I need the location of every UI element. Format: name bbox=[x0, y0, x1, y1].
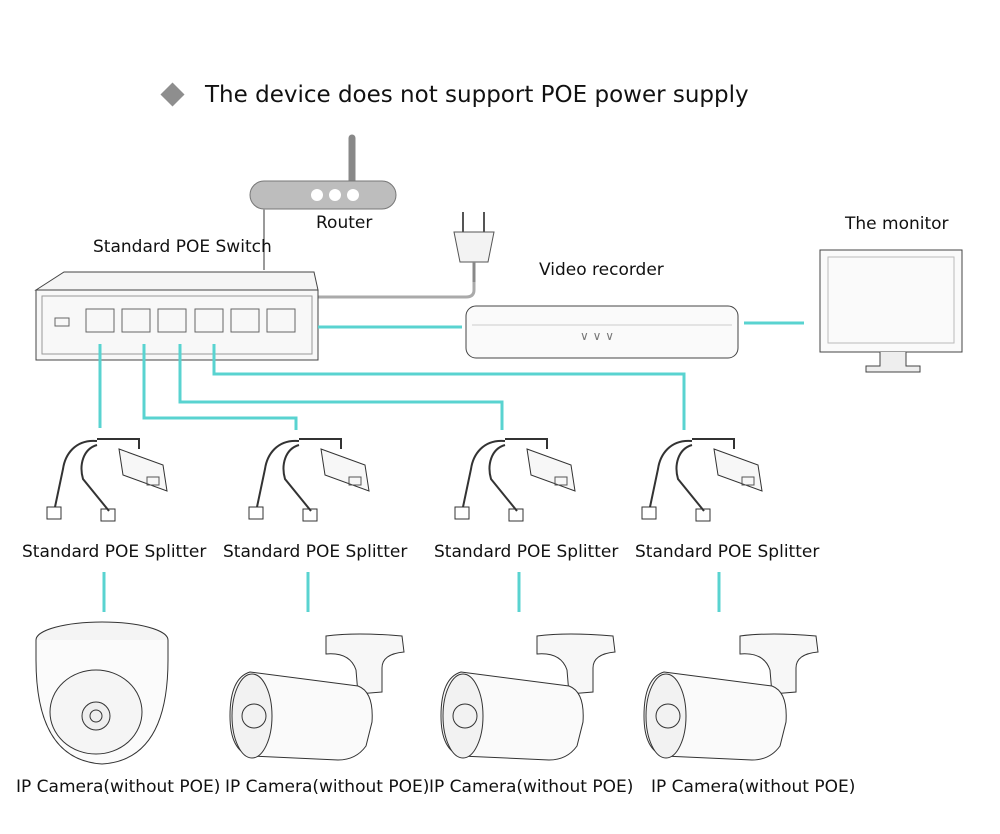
router-label: Router bbox=[316, 213, 373, 233]
camera-label-2: IP Camera(without POE) bbox=[225, 777, 430, 797]
video-recorder-device: ∨ ∨ ∨ bbox=[465, 305, 739, 359]
svg-text:∨ ∨ ∨: ∨ ∨ ∨ bbox=[580, 329, 614, 343]
monitor-label: The monitor bbox=[845, 214, 949, 234]
power-plug-icon bbox=[453, 212, 495, 282]
camera-label-1: IP Camera(without POE) bbox=[16, 777, 221, 797]
router-device bbox=[249, 134, 397, 210]
splitter-label-2: Standard POE Splitter bbox=[223, 542, 408, 562]
splitter-label-3: Standard POE Splitter bbox=[434, 542, 619, 562]
dome-camera-device bbox=[35, 621, 169, 765]
splitter-label-4: Standard POE Splitter bbox=[635, 542, 820, 562]
bullet-camera-device-3 bbox=[643, 633, 819, 761]
bullet-camera-device-1 bbox=[229, 633, 405, 761]
bullet-camera-device-2 bbox=[440, 633, 616, 761]
camera-label-3: IP Camera(without POE) bbox=[429, 777, 634, 797]
connector-lines bbox=[98, 321, 804, 612]
power-cable bbox=[318, 282, 476, 299]
splitter-device-4 bbox=[641, 438, 763, 522]
recorder-label: Video recorder bbox=[539, 260, 664, 280]
splitter-device-2 bbox=[248, 438, 370, 522]
switch-label: Standard POE Switch bbox=[93, 237, 272, 257]
poe-switch-device bbox=[34, 271, 319, 361]
splitter-device-1 bbox=[46, 438, 168, 522]
page-title: The device does not support POE power su… bbox=[205, 82, 749, 108]
monitor-device bbox=[819, 249, 963, 373]
splitter-device-3 bbox=[454, 438, 576, 522]
camera-label-4: IP Camera(without POE) bbox=[651, 777, 856, 797]
splitter-label-1: Standard POE Splitter bbox=[22, 542, 207, 562]
